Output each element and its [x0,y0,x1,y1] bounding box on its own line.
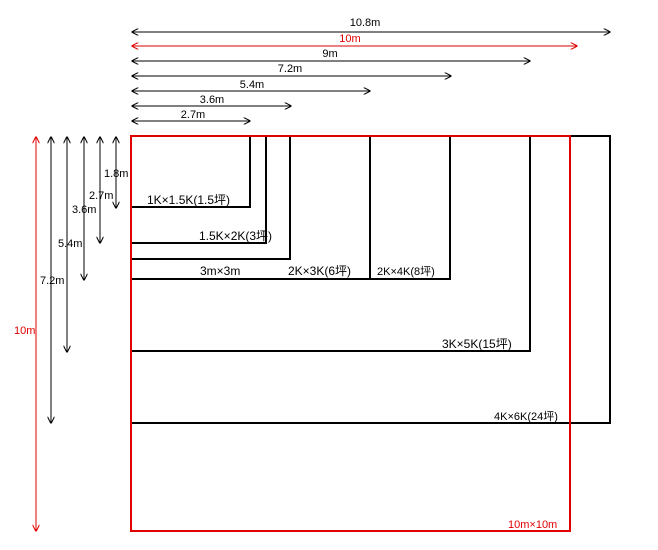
hdim-3-6m: 3.6m [132,94,291,106]
vdim-label: 10m [14,325,35,337]
hdim-label: 2.7m [181,109,205,121]
hdim-9m: 9m [132,48,530,61]
room-labels: 1K×1.5K(1.5坪) 1.5K×2K(3坪) 3m×3m 2K×3K(6坪… [147,193,558,531]
hdim-10m: 10m [132,33,577,46]
hdim-label: 10.8m [350,17,381,29]
hdim-7-2m: 7.2m [132,63,451,76]
hdim-label: 3.6m [200,94,224,106]
vdim-label: 2.7m [89,190,113,202]
vdim-label: 5.4m [58,238,82,250]
hdim-label: 9m [322,48,337,60]
horizontal-dimensions: 10.8m 10m 9m 7.2m 5.4m 3.6m 2.7m [132,17,610,121]
hdim-label: 5.4m [240,79,264,91]
hdim-2-7m: 2.7m [132,109,250,121]
vdim-5-4m: 5.4m [58,137,82,352]
room-label: 3m×3m [200,264,240,278]
vdim-2-7m: 2.7m [89,137,113,243]
vdim-7-2m: 7.2m [40,137,64,423]
room-label: 3K×5K(15坪) [442,337,512,351]
room-label: 1.5K×2K(3坪) [199,229,272,243]
room-label: 2K×4K(8坪) [377,265,435,278]
vdim-label: 1.8m [104,168,128,180]
vertical-dimensions: 10m 7.2m 5.4m 3.6m 2.7m 1.8m [14,137,128,531]
room-label: 2K×3K(6坪) [288,264,351,278]
room-label: 1K×1.5K(1.5坪) [147,193,230,207]
hdim-label: 7.2m [278,63,302,75]
room-rectangles [130,135,611,532]
room-10mx10m [130,135,571,532]
hdim-label: 10m [339,33,360,45]
vdim-label: 7.2m [40,275,64,287]
vdim-1-8m: 1.8m [104,137,128,208]
vdim-10m: 10m [14,137,36,531]
vdim-3-6m: 3.6m [72,137,96,280]
room-label: 4K×6K(24坪) [494,410,558,423]
room-1-5kx2k [130,135,267,244]
hdim-10-8m: 10.8m [132,17,610,32]
hdim-5-4m: 5.4m [132,79,370,91]
room-label: 10m×10m [508,519,557,531]
vdim-label: 3.6m [72,204,96,216]
